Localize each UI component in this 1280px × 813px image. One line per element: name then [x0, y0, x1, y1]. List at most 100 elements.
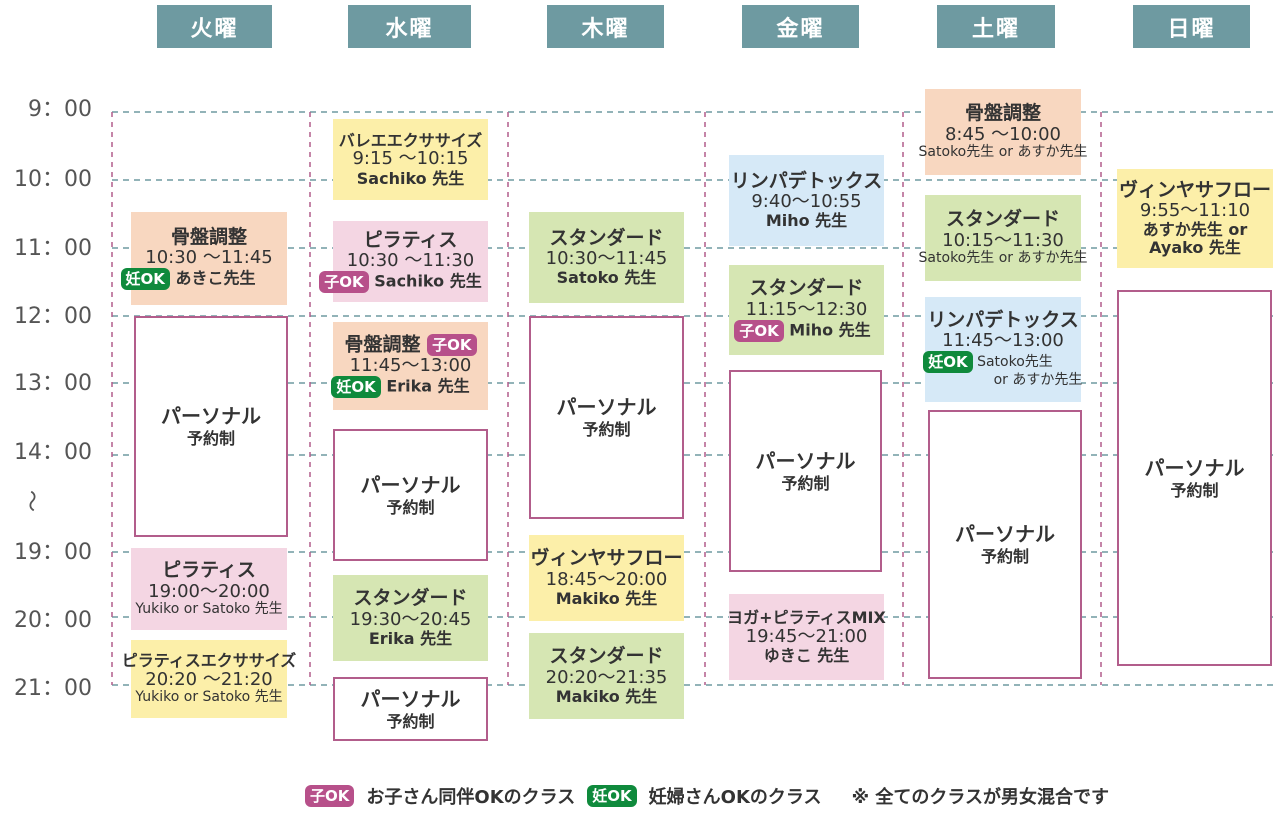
personal-note: 予約制	[1170, 480, 1219, 500]
class-instructor-2: Ayako 先生	[1149, 238, 1241, 258]
class-time: 20:20〜21:35	[545, 666, 668, 688]
personal-label: パーソナル	[955, 522, 1055, 547]
class-name: スタンダード	[353, 587, 468, 610]
time-label-12: 12：00	[14, 304, 92, 329]
class-instructor: Yukiko or Satoko 先生	[135, 600, 283, 617]
child-ok-badge: 子OK	[427, 333, 477, 356]
class-instructor-row: 子OK Miho 先生	[734, 319, 871, 342]
personal-label: パーソナル	[161, 404, 261, 429]
class-sat-standard[interactable]: スタンダード 10:15〜11:30 Satoko先生 or あすか先生	[919, 195, 1087, 281]
legend-note: ※ 全てのクラスが男女混合です	[851, 787, 1109, 808]
time-gap-mark: 〜	[18, 489, 43, 512]
class-sat-lymph[interactable]: リンパデトックス 11:45〜13:00 妊OK Satoko先生 or あすか…	[923, 297, 1082, 402]
pregnant-ok-badge: 妊OK	[587, 785, 637, 807]
class-time: 19:30〜20:45	[349, 608, 472, 630]
personal-note: 予約制	[386, 497, 435, 517]
class-name: スタンダード	[749, 277, 864, 300]
personal-note: 予約制	[582, 420, 631, 440]
class-fri-lymph[interactable]: リンパデトックス 9:40〜10:55 Miho 先生	[729, 155, 884, 246]
personal-note: 予約制	[186, 429, 235, 449]
time-label-13: 13：00	[14, 371, 92, 396]
child-ok-badge: 子OK	[305, 785, 355, 807]
day-header-thu: 木曜	[547, 5, 664, 48]
class-name: リンパデトックス	[927, 308, 1079, 331]
day-header-sat: 土曜	[937, 5, 1055, 48]
class-time: 9:40〜10:55	[751, 191, 862, 213]
class-name: ヨガ+ピラティスMIX	[727, 608, 886, 628]
day-header-wed: 水曜	[348, 5, 471, 48]
personal-slot-thu-1[interactable]: パーソナル 予約制	[529, 316, 684, 519]
class-instructor: Erika 先生	[368, 628, 453, 648]
class-time: 10:30 〜11:45	[145, 247, 273, 269]
time-label-10: 10：00	[14, 167, 92, 192]
class-tue-pilates-ex[interactable]: ピラティスエクササイズ 20:20 〜21:20 Yukiko or Satok…	[122, 640, 296, 718]
time-label-11: 11：00	[14, 236, 92, 261]
class-name: 骨盤調整	[964, 102, 1041, 125]
class-thu-vinyasa[interactable]: ヴィンヤサフロー 18:45〜20:00 Makiko 先生	[529, 535, 684, 621]
class-instructor-row: 子OK Sachiko 先生	[319, 271, 482, 294]
class-tue-pilates[interactable]: ピラティス 19:00〜20:00 Yukiko or Satoko 先生	[131, 548, 287, 630]
class-time: 18:45〜20:00	[545, 568, 668, 590]
class-fri-yoga-mix[interactable]: ヨガ+ピラティスMIX 19:45〜21:00 ゆきこ 先生	[727, 594, 886, 680]
class-name: ピラティス	[162, 559, 256, 582]
class-sun-vinyasa[interactable]: ヴィンヤサフロー 9:55〜11:10 あすか先生 or Ayako 先生	[1117, 169, 1273, 268]
class-wed-ballet[interactable]: バレエエクササイズ 9:15 〜10:15 Sachiko 先生	[333, 119, 488, 200]
class-name: 骨盤調整	[344, 333, 421, 356]
class-time: 20:20 〜21:20	[145, 669, 273, 691]
class-time: 10:15〜11:30	[942, 229, 1064, 251]
time-label-9: 9：00	[28, 97, 92, 122]
class-name: ヴィンヤサフロー	[1118, 178, 1271, 201]
class-time: 19:00〜20:00	[148, 580, 270, 602]
child-ok-badge: 子OK	[319, 271, 369, 294]
class-time: 11:45〜13:00	[349, 354, 472, 376]
personal-slot-sat-1[interactable]: パーソナル 予約制	[928, 410, 1082, 679]
class-instructor-row: 妊OK Satoko先生	[923, 351, 1053, 374]
class-instructor: Satoko先生 or あすか先生	[918, 249, 1088, 266]
time-label-20: 20：00	[14, 608, 92, 633]
personal-slot-wed-1[interactable]: パーソナル 予約制	[333, 429, 488, 561]
pregnant-ok-badge: 妊OK	[120, 268, 170, 291]
class-wed-standard[interactable]: スタンダード 19:30〜20:45 Erika 先生	[333, 575, 488, 661]
class-name: スタンダード	[945, 208, 1060, 231]
class-time: 11:15〜12:30	[745, 298, 868, 320]
class-name: スタンダード	[549, 645, 664, 668]
personal-note: 予約制	[781, 473, 830, 493]
time-label-19: 19：00	[14, 540, 92, 565]
class-name: 骨盤調整	[170, 225, 247, 248]
personal-note: 予約制	[386, 711, 435, 731]
personal-slot-wed-2[interactable]: パーソナル 予約制	[333, 677, 488, 741]
class-time: 9:55〜11:10	[1139, 200, 1251, 222]
personal-label: パーソナル	[360, 686, 461, 711]
class-instructor-row: 妊OK あきこ先生	[120, 268, 255, 291]
class-instructor: あすか先生 or	[1142, 220, 1248, 240]
class-wed-pilates[interactable]: ピラティス 10:30 〜11:30 子OK Sachiko 先生	[319, 221, 488, 302]
personal-slot-tue-1[interactable]: パーソナル 予約制	[134, 316, 288, 537]
class-sat-kotsuban[interactable]: 骨盤調整 8:45 〜10:00 Satoko先生 or あすか先生	[919, 89, 1087, 175]
class-instructor-row: 妊OK Erika 先生	[331, 376, 470, 399]
class-time: 9:15 〜10:15	[352, 148, 469, 170]
class-instructor: Makiko 先生	[555, 588, 658, 608]
class-name: ピラティス	[363, 228, 458, 251]
class-thu-standard-1[interactable]: スタンダード 10:30〜11:45 Satoko 先生	[529, 212, 684, 303]
day-header-sun: 日曜	[1133, 5, 1250, 48]
personal-slot-fri-1[interactable]: パーソナル 予約制	[729, 370, 882, 572]
time-label-21: 21：00	[14, 676, 92, 701]
class-instructor: Miho 先生	[765, 211, 848, 231]
personal-slot-sun-1[interactable]: パーソナル 予約制	[1117, 290, 1272, 666]
class-fri-standard[interactable]: スタンダード 11:15〜12:30 子OK Miho 先生	[729, 265, 884, 355]
class-instructor: Sachiko 先生	[374, 271, 482, 291]
class-time: 19:45〜21:00	[745, 625, 868, 647]
personal-label: パーソナル	[1144, 455, 1245, 480]
time-label-14: 14：00	[14, 440, 92, 465]
class-instructor: Miho 先生	[789, 320, 871, 340]
legend-child-text: お子さん同伴OKのクラス	[366, 787, 576, 808]
class-time: 10:30〜11:45	[545, 248, 668, 270]
class-name: ピラティスエクササイズ	[121, 651, 297, 671]
class-instructor: ゆきこ 先生	[763, 646, 850, 666]
class-tue-kotsuban[interactable]: 骨盤調整 10:30 〜11:45 妊OK あきこ先生	[120, 212, 287, 305]
legend-pregnant-text: 妊婦さんOKのクラス	[648, 787, 822, 808]
class-thu-standard-2[interactable]: スタンダード 20:20〜21:35 Makiko 先生	[529, 633, 684, 719]
class-wed-kotsuban[interactable]: 骨盤調整 子OK 11:45〜13:00 妊OK Erika 先生	[331, 322, 488, 410]
class-name: スタンダード	[549, 226, 664, 249]
personal-label: パーソナル	[755, 448, 856, 473]
